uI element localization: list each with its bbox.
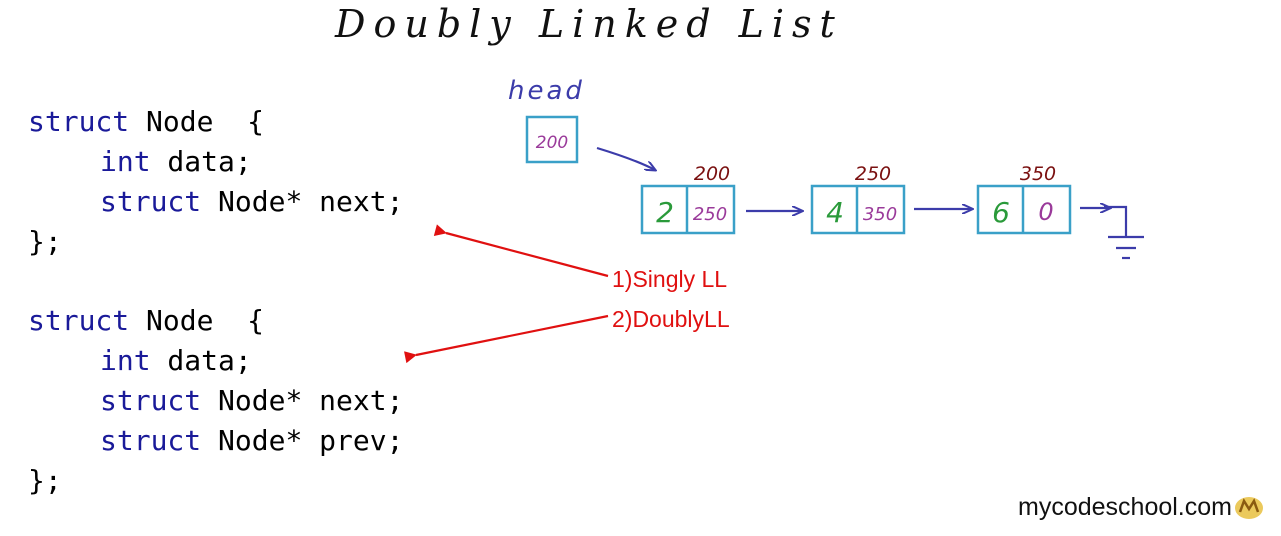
code-line: struct Node* next; xyxy=(28,381,403,421)
code-line: struct Node* prev; xyxy=(28,421,403,461)
code-text: Node { xyxy=(129,105,265,138)
watermark-text: mycodeschool.com xyxy=(1018,493,1232,521)
singly-annotation-arrow xyxy=(433,224,609,278)
code-text: data; xyxy=(150,145,252,178)
code-keyword: int xyxy=(100,145,151,178)
node-next: 350 xyxy=(863,204,897,225)
code-keyword: struct xyxy=(28,304,130,337)
node-address: 350 xyxy=(1020,163,1056,185)
code-text: Node* next; xyxy=(201,384,404,417)
slide-title: Doubly Linked List xyxy=(335,2,843,46)
doubly-annotation-arrow xyxy=(404,314,609,364)
code-text: data; xyxy=(150,344,252,377)
doubly-struct-code: struct Node {int data;struct Node* next;… xyxy=(28,301,403,501)
node-data: 4 xyxy=(826,196,844,229)
code-line: }; xyxy=(28,222,403,262)
node-next: 0 xyxy=(1038,198,1053,226)
code-line: }; xyxy=(28,461,403,501)
logo-icon xyxy=(1235,497,1263,519)
code-text: }; xyxy=(28,225,62,258)
node-next: 250 xyxy=(693,204,727,225)
node-data: 2 xyxy=(656,196,674,229)
code-text: }; xyxy=(28,464,62,497)
code-line: struct Node { xyxy=(28,102,403,142)
node-data: 6 xyxy=(992,196,1010,229)
code-keyword: struct xyxy=(28,105,130,138)
head-arrow xyxy=(596,146,655,170)
code-text: Node* next; xyxy=(201,185,404,218)
doubly-annotation: 2)DoublyLL xyxy=(612,306,730,332)
code-line: struct Node* next; xyxy=(28,182,403,222)
code-line: int data; xyxy=(28,341,403,381)
code-line: int data; xyxy=(28,142,403,182)
code-keyword: int xyxy=(100,344,151,377)
node-address: 200 xyxy=(694,163,730,185)
node-address: 250 xyxy=(855,163,891,185)
head-value: 200 xyxy=(536,133,568,153)
code-text: Node { xyxy=(129,304,265,337)
head-box xyxy=(525,115,579,164)
code-keyword: struct xyxy=(100,424,202,457)
code-text: Node* prev; xyxy=(201,424,404,457)
code-keyword: struct xyxy=(100,185,202,218)
code-keyword: struct xyxy=(100,384,202,417)
head-label: head xyxy=(508,76,585,106)
ground-icon xyxy=(1104,205,1144,260)
singly-annotation: 1)Singly LL xyxy=(612,266,728,292)
singly-struct-code: struct Node {int data;struct Node* next;… xyxy=(28,102,403,262)
code-line: struct Node { xyxy=(28,301,403,341)
